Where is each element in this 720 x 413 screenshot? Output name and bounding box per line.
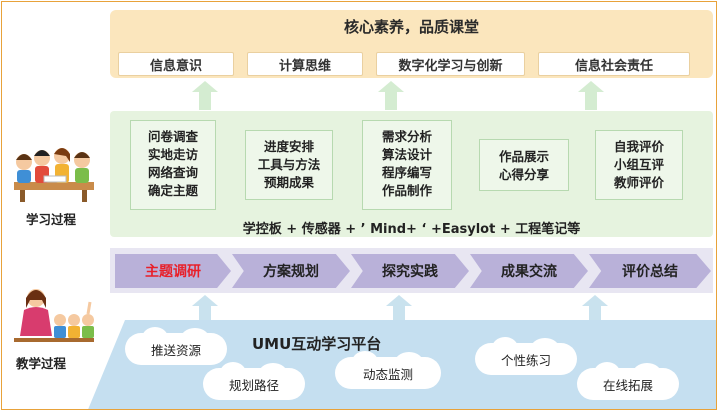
stage-exchange: 成果交流 — [470, 254, 588, 288]
competency-computational-thinking: 计算思维 — [247, 52, 363, 76]
stage-plan: 方案规划 — [232, 254, 350, 288]
learning-process-label: 学习过程 — [26, 212, 77, 227]
cloud-plan-path: 规划路径 — [206, 362, 302, 397]
tools-text: 学控板 + 传感器 + ’ Mind+ ‘ +Easylot + 工程笔记等 — [242, 222, 581, 237]
students-illustration — [14, 148, 94, 202]
teaching-process-label: 教学过程 — [16, 356, 67, 371]
competency-digital-learning: 数字化学习与创新 — [376, 52, 525, 76]
cloud-dynamic-monitor: 动态监测 — [338, 351, 438, 386]
up-arrow-icon — [386, 295, 412, 324]
up-arrow-icon — [192, 81, 218, 110]
stage-practice: 探究实践 — [351, 254, 469, 288]
up-arrow-icon — [582, 295, 608, 324]
platform-title: UMU互动学习平台 — [252, 335, 382, 353]
learning-box-exchange: 作品展示 心得分享 — [479, 139, 569, 191]
teacher-illustration — [14, 289, 94, 342]
cloud-online-extension: 在线拓展 — [580, 362, 676, 397]
cloud-personal-practice: 个性练习 — [478, 337, 574, 372]
competency-information-awareness: 信息意识 — [118, 52, 234, 76]
learning-box-practice: 需求分析 算法设计 程序编写 作品制作 — [362, 120, 452, 210]
cloud-push-resources: 推送资源 — [128, 327, 224, 362]
up-arrow-icon — [192, 295, 218, 324]
learning-box-planning: 进度安排 工具与方法 预期成果 — [245, 130, 333, 200]
stage-summary: 评价总结 — [589, 254, 711, 288]
up-arrow-icon — [578, 81, 604, 110]
up-arrow-icon — [378, 81, 404, 110]
stage-topic-research: 主题调研 — [115, 254, 231, 288]
core-title: 核心素养，品质课堂 — [343, 18, 479, 36]
learning-box-research: 问卷调查 实地走访 网络查询 确定主题 — [130, 120, 216, 210]
competency-social-responsibility: 信息社会责任 — [538, 52, 690, 76]
learning-box-evaluation: 自我评价 小组互评 教师评价 — [595, 130, 683, 200]
